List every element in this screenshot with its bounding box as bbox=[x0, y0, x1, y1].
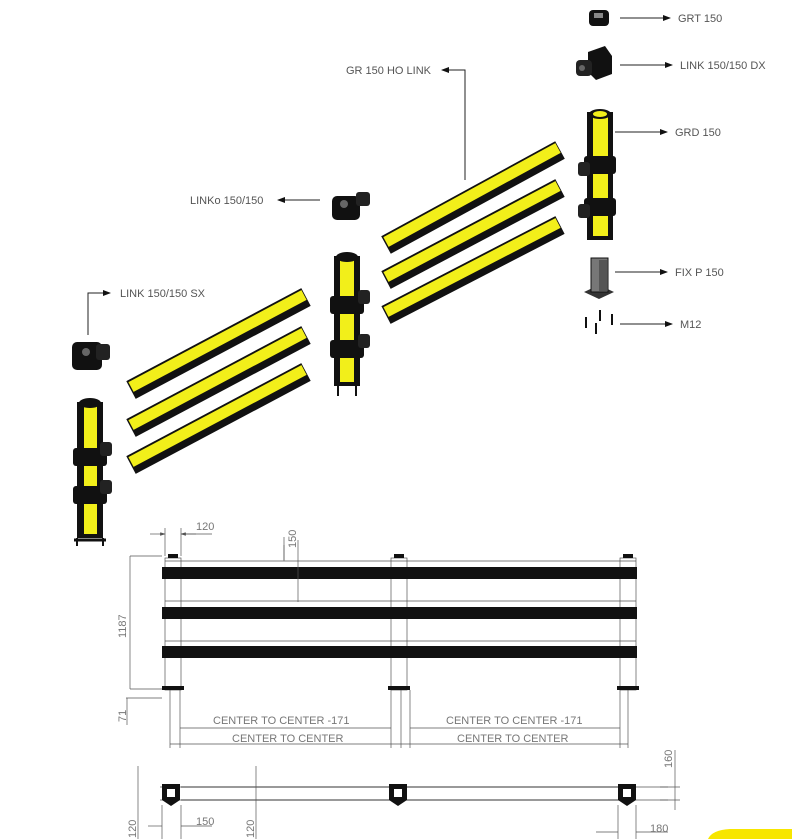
label-gr-ho-link: GR 150 HO LINK bbox=[346, 65, 432, 77]
front-elevation: 120 150 1187 71 CENTER TO CENTER -171 CE… bbox=[117, 521, 639, 748]
dim-top-120-left: 120 bbox=[127, 820, 139, 838]
left-rails bbox=[126, 288, 311, 474]
dim-rail-spacing: 150 bbox=[287, 530, 299, 548]
grt-150-part bbox=[589, 10, 609, 26]
top-view: 120 150 120 160 180 bbox=[127, 750, 680, 839]
gr-ho-link-arrow bbox=[441, 67, 466, 180]
linko-part bbox=[332, 192, 370, 220]
dim-base: 71 bbox=[117, 710, 129, 722]
dim-c2c-minus-left: CENTER TO CENTER -171 bbox=[213, 715, 350, 727]
dim-height: 1187 bbox=[117, 614, 129, 638]
link-sx-arrow bbox=[87, 290, 111, 335]
rail-bottom bbox=[162, 646, 637, 658]
link-dx-part bbox=[576, 46, 612, 80]
middle-post bbox=[330, 252, 370, 396]
dim-top-120-mid: 120 bbox=[245, 820, 257, 838]
yellow-corner-accent bbox=[708, 829, 792, 839]
link-sx-part bbox=[72, 342, 110, 370]
left-post bbox=[73, 398, 112, 546]
label-fix: FIX P 150 bbox=[675, 267, 724, 279]
dim-top-160: 160 bbox=[663, 750, 675, 768]
dim-c2c-left: CENTER TO CENTER bbox=[232, 733, 343, 745]
dim-c2c-minus-right: CENTER TO CENTER -171 bbox=[446, 715, 583, 727]
fix-p-150-part bbox=[584, 257, 614, 299]
rail-top bbox=[162, 567, 637, 579]
m12-bolts bbox=[585, 310, 613, 334]
label-grd: GRD 150 bbox=[675, 127, 721, 139]
dim-top-150: 150 bbox=[196, 816, 214, 828]
label-link-dx: LINK 150/150 DX bbox=[680, 60, 766, 72]
rail-middle bbox=[162, 607, 637, 619]
label-grt: GRT 150 bbox=[678, 13, 722, 25]
dim-c2c-right: CENTER TO CENTER bbox=[457, 733, 568, 745]
dim-post-width: 120 bbox=[196, 521, 214, 533]
label-m12: M12 bbox=[680, 319, 701, 331]
grd-150-post bbox=[578, 109, 616, 240]
label-link-sx: LINK 150/150 SX bbox=[120, 288, 206, 300]
dim-top-180: 180 bbox=[650, 823, 668, 835]
label-linko: LINKo 150/150 bbox=[190, 195, 263, 207]
middle-rails bbox=[381, 141, 565, 324]
